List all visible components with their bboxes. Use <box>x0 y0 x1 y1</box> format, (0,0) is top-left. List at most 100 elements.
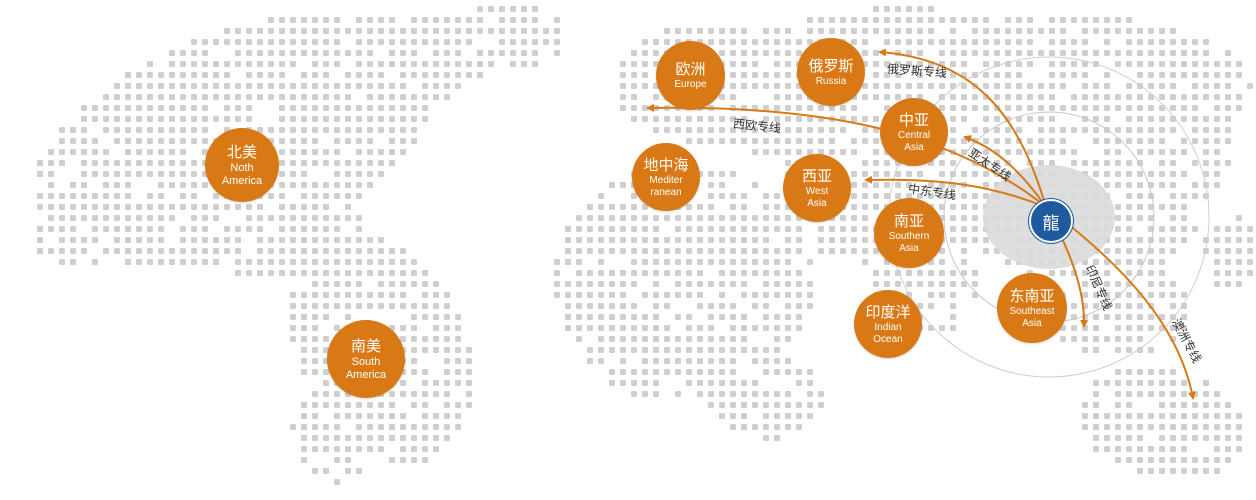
land-dot <box>323 215 329 221</box>
land-dot <box>917 39 923 45</box>
land-dot <box>1115 61 1121 67</box>
land-dot <box>1192 39 1198 45</box>
land-dot <box>686 380 692 386</box>
land-dot <box>1038 83 1044 89</box>
land-dot <box>433 336 439 342</box>
land-dot <box>136 204 142 210</box>
region-west-asia[interactable]: 西亚 West Asia <box>783 154 851 222</box>
land-dot <box>147 127 153 133</box>
land-dot <box>378 17 384 23</box>
land-dot <box>741 391 747 397</box>
land-dot <box>1170 380 1176 386</box>
land-dot <box>620 380 626 386</box>
land-dot <box>752 215 758 221</box>
region-russia[interactable]: 俄罗斯 Russia <box>797 38 865 106</box>
land-dot <box>158 160 164 166</box>
land-dot <box>785 61 791 67</box>
land-dot <box>246 28 252 34</box>
land-dot <box>1181 380 1187 386</box>
region-zh-label: 印度洋 <box>865 302 911 321</box>
land-dot <box>312 303 318 309</box>
land-dot <box>1027 50 1033 56</box>
land-dot <box>609 270 615 276</box>
land-dot <box>180 248 186 254</box>
land-dot <box>1005 83 1011 89</box>
land-dot <box>1126 446 1132 452</box>
land-dot <box>686 270 692 276</box>
region-mediterranean[interactable]: 地中海 Mediter ranean <box>632 143 700 211</box>
land-dot <box>422 413 428 419</box>
land-dot <box>1225 402 1231 408</box>
land-dot <box>1170 149 1176 155</box>
land-dot <box>972 149 978 155</box>
land-dot <box>741 127 747 133</box>
land-dot <box>565 259 571 265</box>
land-dot <box>136 72 142 78</box>
land-dot <box>708 380 714 386</box>
region-north-america[interactable]: 北美 Noth America <box>205 128 279 202</box>
land-dot <box>719 237 725 243</box>
land-dot <box>763 292 769 298</box>
land-dot <box>521 50 527 56</box>
land-dot <box>1192 457 1198 463</box>
land-dot <box>444 358 450 364</box>
land-dot <box>1159 72 1165 78</box>
region-indian-ocean[interactable]: 印度洋 Indian Ocean <box>854 290 922 358</box>
land-dot <box>939 39 945 45</box>
land-dot <box>433 292 439 298</box>
land-dot <box>1104 446 1110 452</box>
land-dot <box>345 193 351 199</box>
land-dot <box>103 160 109 166</box>
land-dot <box>1159 171 1165 177</box>
land-dot <box>1115 50 1121 56</box>
land-dot <box>290 61 296 67</box>
land-dot <box>1203 72 1209 78</box>
land-dot <box>422 270 428 276</box>
land-dot <box>1038 149 1044 155</box>
region-southeast-asia[interactable]: 东南亚 Southeast Asia <box>997 273 1067 343</box>
land-dot <box>202 204 208 210</box>
region-south-america[interactable]: 南美 South America <box>327 320 405 398</box>
land-dot <box>708 248 714 254</box>
land-dot <box>653 314 659 320</box>
land-dot <box>1148 171 1154 177</box>
land-dot <box>1181 226 1187 232</box>
land-dot <box>620 204 626 210</box>
land-dot <box>1049 160 1055 166</box>
land-dot <box>202 127 208 133</box>
land-dot <box>873 83 879 89</box>
land-dot <box>774 336 780 342</box>
land-dot <box>235 50 241 56</box>
land-dot <box>1192 72 1198 78</box>
region-en-label: Russia <box>815 75 847 87</box>
land-dot <box>598 193 604 199</box>
land-dot <box>1016 39 1022 45</box>
region-europe[interactable]: 欧洲 Europe <box>656 41 725 110</box>
land-dot <box>158 105 164 111</box>
region-south-asia[interactable]: 南亚 Southern Asia <box>874 198 944 268</box>
land-dot <box>796 39 802 45</box>
land-dot <box>598 281 604 287</box>
land-dot <box>587 204 593 210</box>
land-dot <box>763 358 769 364</box>
land-dot <box>202 61 208 67</box>
land-dot <box>334 237 340 243</box>
land-dot <box>433 347 439 353</box>
region-zh-label: 西亚 <box>801 166 832 185</box>
land-dot <box>1170 281 1176 287</box>
land-dot <box>1181 72 1187 78</box>
land-dot <box>840 215 846 221</box>
land-dot <box>114 237 120 243</box>
land-dot <box>884 39 890 45</box>
land-dot <box>1192 182 1198 188</box>
land-dot <box>312 270 318 276</box>
region-central-asia[interactable]: 中亚 Central Asia <box>880 98 948 166</box>
land-dot <box>1148 391 1154 397</box>
land-dot <box>367 116 373 122</box>
land-dot <box>1027 94 1033 100</box>
land-dot <box>642 259 648 265</box>
land-dot <box>818 248 824 254</box>
land-dot <box>1126 50 1132 56</box>
land-dot <box>697 358 703 364</box>
dragon-logo-icon[interactable]: 龍 <box>1029 199 1073 243</box>
